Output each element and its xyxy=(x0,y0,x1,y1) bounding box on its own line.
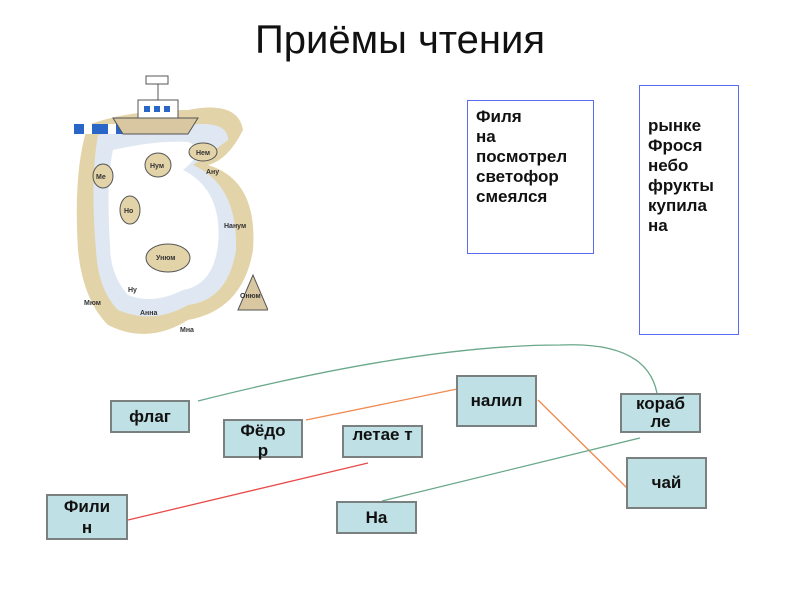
map-label: Нум xyxy=(150,163,164,170)
word-card-letaet[interactable]: летае т xyxy=(342,425,423,458)
word: фрукты xyxy=(648,176,714,195)
connector-orange-nalil-chai xyxy=(537,399,628,489)
map-label: Ме xyxy=(96,174,106,181)
connector-green-flag-korable xyxy=(197,344,659,426)
word: Фрося xyxy=(648,136,703,155)
word: купила xyxy=(648,196,707,215)
word-card-nalil[interactable]: налил xyxy=(456,375,537,427)
treasure-map-illustration: Нем Нум Ану Ме Но Нанум Унюм Онюм Мюм Ну… xyxy=(74,75,268,334)
word-card-na[interactable]: На xyxy=(336,501,417,534)
map-label: Анна xyxy=(140,310,158,317)
word: смеялся xyxy=(476,187,548,206)
word: посмотрел xyxy=(476,147,568,166)
word: Филя xyxy=(476,107,522,126)
word: на xyxy=(648,216,668,235)
map-label: Нем xyxy=(196,150,210,157)
word-card-flag[interactable]: флаг xyxy=(110,400,190,433)
map-label: Нанум xyxy=(224,223,246,230)
word: на xyxy=(476,127,496,146)
connector-red-filin-letaet xyxy=(127,462,369,521)
map-label: Онюм xyxy=(240,293,261,300)
word: рынке xyxy=(648,116,702,135)
word: светофор xyxy=(476,167,559,186)
connector-orange-fedor-nalil xyxy=(305,387,463,421)
connector-green-na-korable xyxy=(381,437,641,502)
map-label: Мна xyxy=(180,327,194,334)
slide-title: Приёмы чтения xyxy=(255,18,545,62)
map-label: Мюм xyxy=(84,300,101,307)
word-card-korable[interactable]: кораб ле xyxy=(620,393,701,433)
map-label: Но xyxy=(124,208,133,215)
word-box-2: рынке Фрося небо фрукты купила на xyxy=(639,85,739,335)
word: небо xyxy=(648,156,689,175)
map-label: Унюм xyxy=(156,255,175,262)
word-box-1: Филя на посмотрел светофор смеялся xyxy=(467,100,594,254)
word-card-chai[interactable]: чай xyxy=(626,457,707,509)
map-label: Ану xyxy=(206,169,219,176)
word-card-filin[interactable]: Фили н xyxy=(46,494,128,540)
word-card-fedor[interactable]: Фёдо р xyxy=(223,419,303,460)
map-label: Ну xyxy=(128,287,137,294)
